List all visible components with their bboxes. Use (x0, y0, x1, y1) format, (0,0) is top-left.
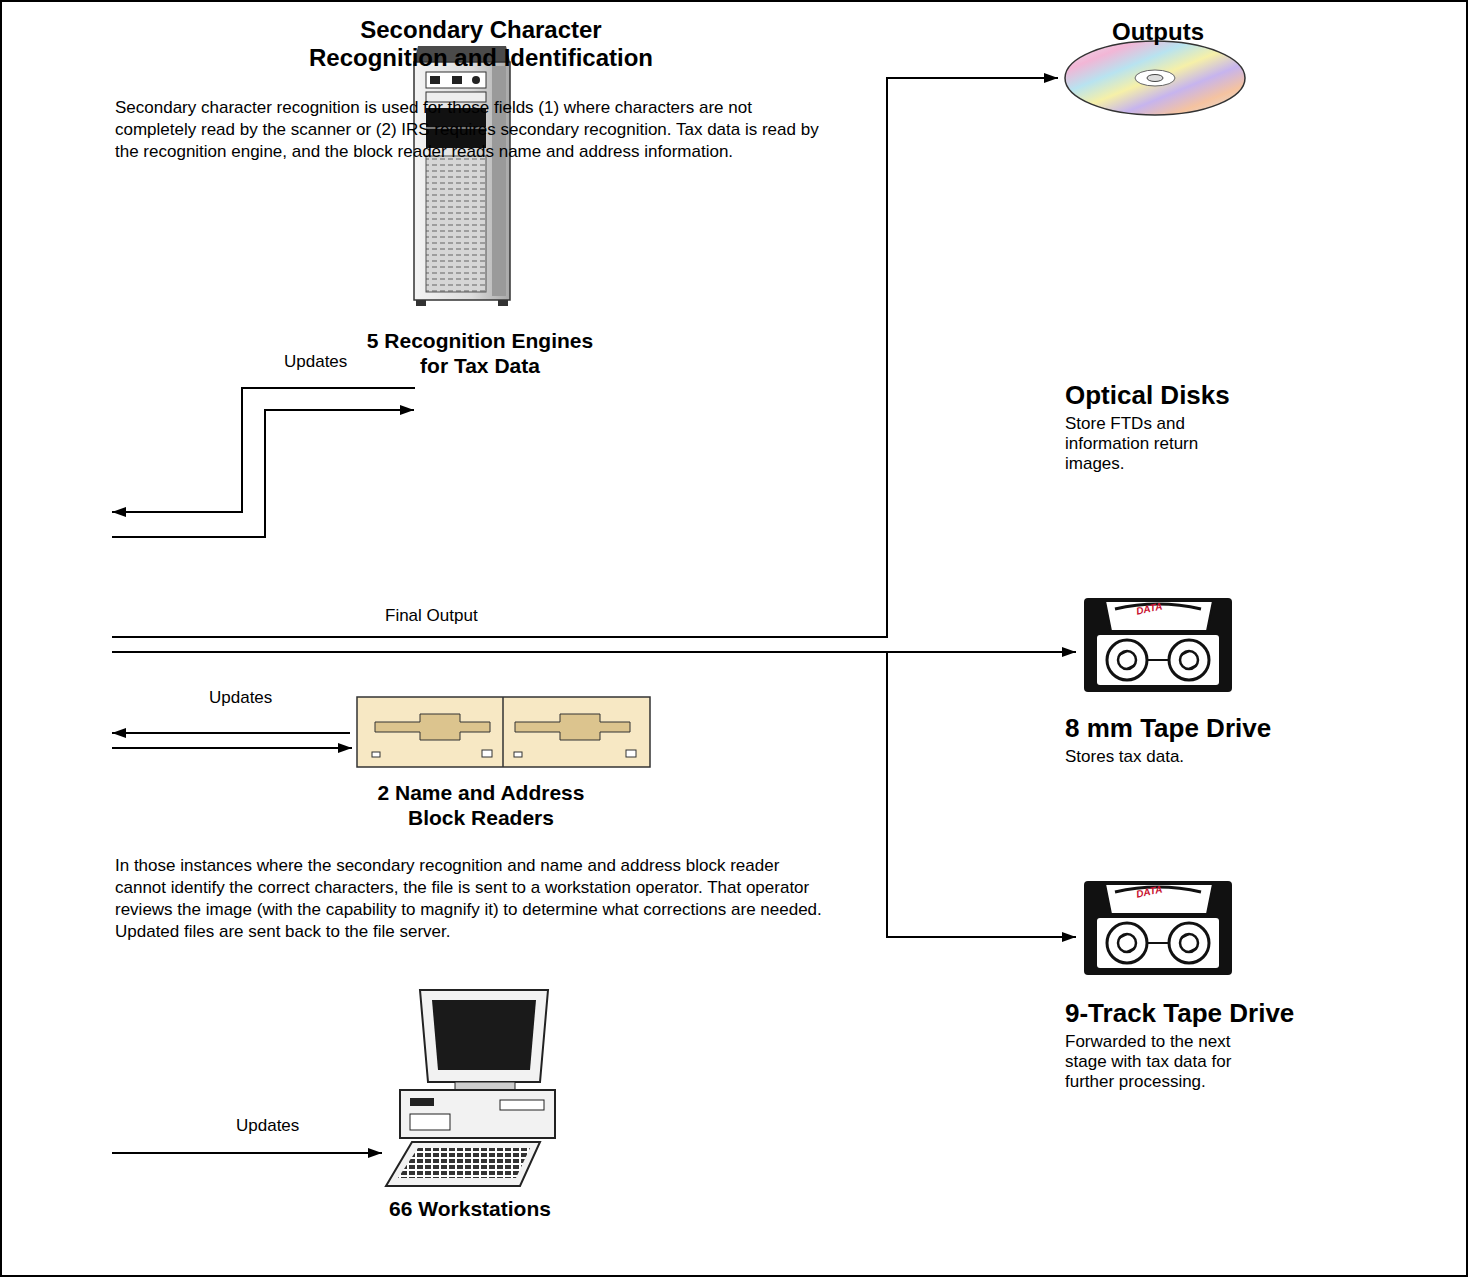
output-line (112, 78, 1058, 637)
output-line (887, 652, 1076, 937)
node-caption: 2 Name and Address Block Readers (356, 780, 606, 830)
description-text: In those instances where the secondary r… (115, 855, 835, 943)
output-node: 9-Track Tape DriveForwarded to the next … (1065, 998, 1365, 1092)
update-line (112, 410, 414, 537)
node-caption: 66 Workstations (340, 1196, 600, 1221)
node-heading: 8 mm Tape Drive (1065, 713, 1365, 743)
flow-label: Updates (207, 688, 274, 708)
workstation-icon (386, 990, 555, 1186)
update-line (112, 388, 415, 512)
server-tower-icon (414, 46, 510, 306)
node-description: Store FTDs and information return images… (1065, 414, 1235, 474)
flow-label: Updates (282, 352, 349, 372)
flow-label: Updates (234, 1116, 301, 1136)
reader-node: 2 Name and Address Block Readers (356, 780, 606, 830)
block-reader-icon (357, 697, 650, 767)
section-heading: Outputs (1058, 18, 1258, 46)
output-node: Optical DisksStore FTDs and information … (1065, 380, 1325, 474)
output-line (112, 651, 1076, 653)
flow-label: Final Output (383, 606, 480, 626)
output-node: 8 mm Tape DriveStores tax data. (1065, 713, 1365, 767)
workstation-node: 66 Workstations (340, 1196, 600, 1221)
node-description: Stores tax data. (1065, 747, 1265, 767)
node-caption: 5 Recognition Engines for Tax Data (355, 328, 605, 378)
update-line (112, 747, 352, 749)
node-description: Forwarded to the next stage with tax dat… (1065, 1032, 1270, 1092)
tape-drive-icon (1084, 598, 1232, 692)
update-line (112, 732, 350, 734)
optical-disk-icon (1065, 41, 1245, 115)
node-heading: Optical Disks (1065, 380, 1325, 410)
diagram-title: Secondary Character Recognition and Iden… (296, 16, 666, 72)
flow-lines (112, 78, 1076, 1153)
node-heading: 9-Track Tape Drive (1065, 998, 1365, 1028)
tape-drive-icon (1084, 881, 1232, 975)
update-line (112, 1152, 382, 1154)
description-text: Secondary character recognition is used … (115, 97, 835, 163)
server-node: 5 Recognition Engines for Tax Data (355, 328, 605, 378)
